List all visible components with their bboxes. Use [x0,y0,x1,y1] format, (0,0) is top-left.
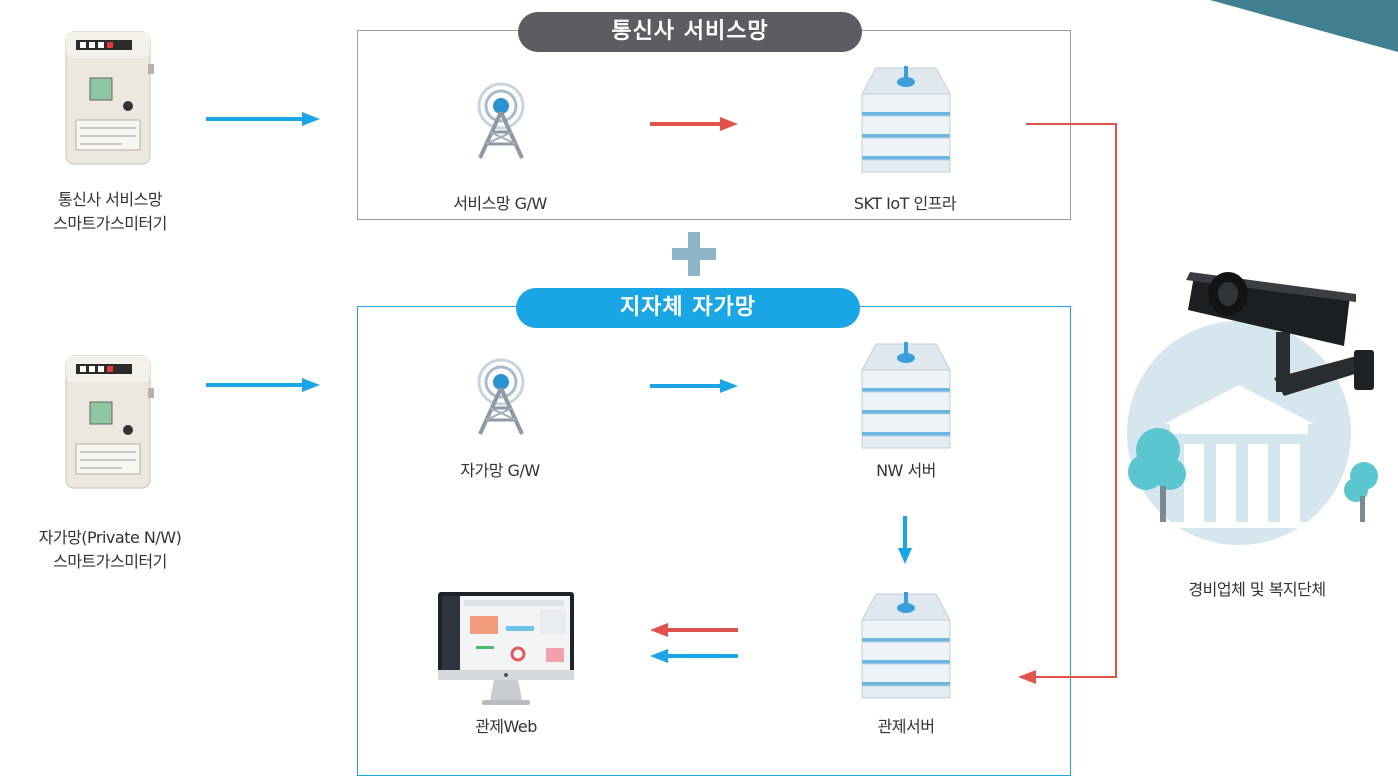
telecom-meter-label: 통신사 서비스망 스마트가스미터기 [0,188,220,236]
corner-accent [1210,0,1398,52]
nw-server-label: NW 서버 [876,461,936,480]
security-building-cctv-icon [1127,272,1378,545]
server-icon [861,592,951,699]
telecom-network-title: 통신사 서비스망 [518,12,862,52]
private-meter-line1: 자가망(Private N/W) [38,528,182,547]
server-icon [861,66,951,173]
telecom-meter-line1: 통신사 서비스망 [57,190,163,209]
control-server-label: 관제서버 [877,717,935,736]
security-org-label: 경비업체 및 복지단체 [1188,580,1326,599]
arrow-right-icon [206,112,320,126]
private-meter-label: 자가망(Private N/W) 스마트가스미터기 [0,526,220,574]
telecom-gateway-label: 서비스망 G/W [453,194,547,213]
antenna-tower-icon [477,82,525,159]
arrow-left-icon [650,649,738,663]
monitor-dashboard-icon [438,592,574,705]
red-connector-line [1018,123,1117,684]
antenna-tower-icon [477,358,525,435]
private-meter-line2: 스마트가스미터기 [53,552,167,571]
skt-infra-label: SKT IoT 인프라 [853,194,957,213]
arrow-left-icon [650,623,738,637]
arrow-right-icon [650,379,738,393]
telecom-meter-line2: 스마트가스미터기 [53,214,167,233]
arrow-right-icon [206,378,320,392]
arrow-right-icon [650,117,738,131]
server-icon [861,342,951,449]
plus-icon [672,232,716,276]
local-network-title: 지자체 자가망 [516,288,860,328]
smart-gas-meter-icon [65,355,154,489]
arrow-down-icon [898,516,912,564]
local-gateway-label: 자가망 G/W [460,461,540,480]
control-web-label: 관제Web [475,717,537,736]
smart-gas-meter-icon [65,31,154,165]
